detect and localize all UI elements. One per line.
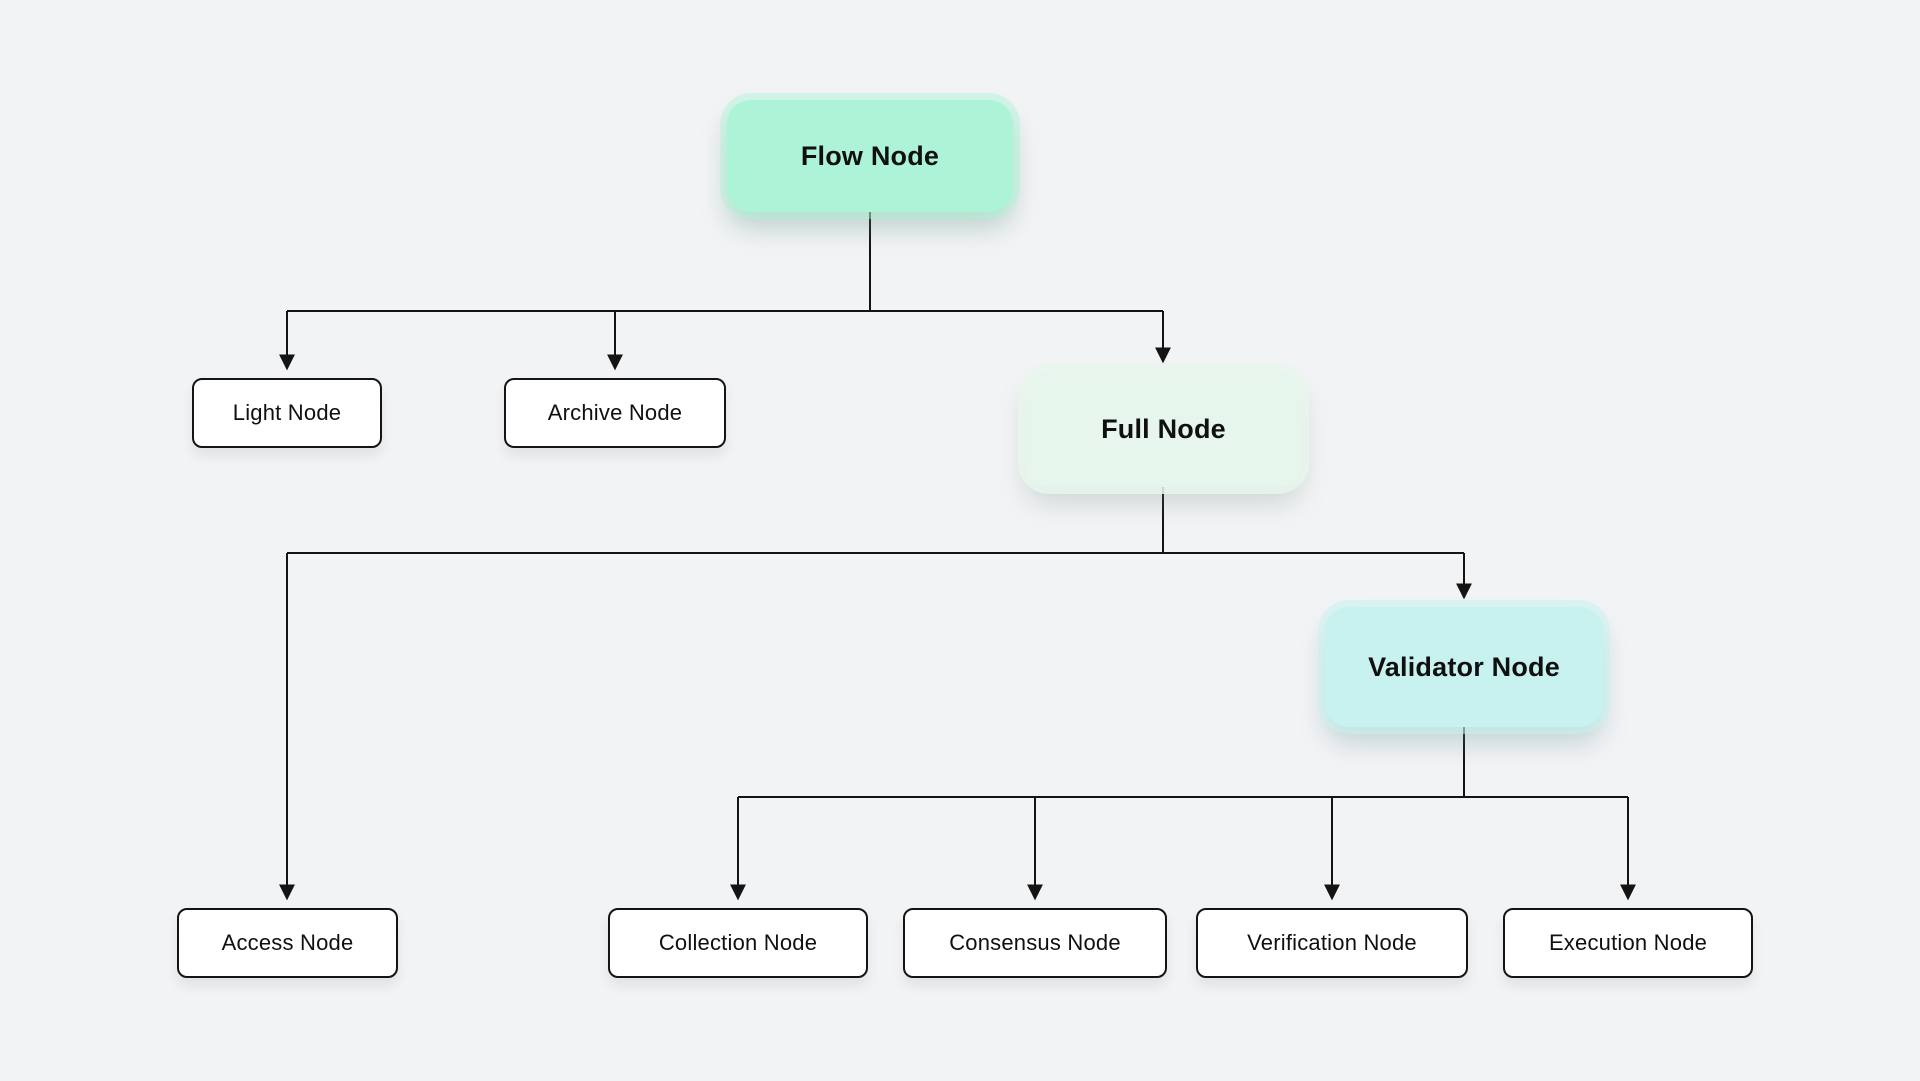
node-consensus: Consensus Node (903, 908, 1167, 978)
node-validator: Validator Node (1325, 607, 1603, 727)
node-verification-label: Verification Node (1247, 930, 1417, 955)
node-light-label: Light Node (232, 400, 342, 425)
node-full: Full Node (1025, 371, 1302, 487)
node-archive-label: Archive Node (547, 400, 683, 425)
node-collection: Collection Node (608, 908, 868, 978)
node-verification: Verification Node (1196, 908, 1468, 978)
node-archive: Archive Node (504, 378, 726, 448)
node-collection-label: Collection Node (658, 930, 818, 955)
node-flow-label: Flow Node (800, 140, 940, 171)
node-execution: Execution Node (1503, 908, 1753, 978)
node-flow: Flow Node (727, 100, 1013, 212)
node-consensus-label: Consensus Node (949, 930, 1121, 955)
node-full-label: Full Node (1101, 413, 1226, 444)
node-validator-label: Validator Node (1368, 651, 1560, 682)
node-access-label: Access Node (221, 930, 354, 955)
node-access: Access Node (177, 908, 398, 978)
node-light: Light Node (192, 378, 382, 448)
node-execution-label: Execution Node (1548, 930, 1708, 955)
